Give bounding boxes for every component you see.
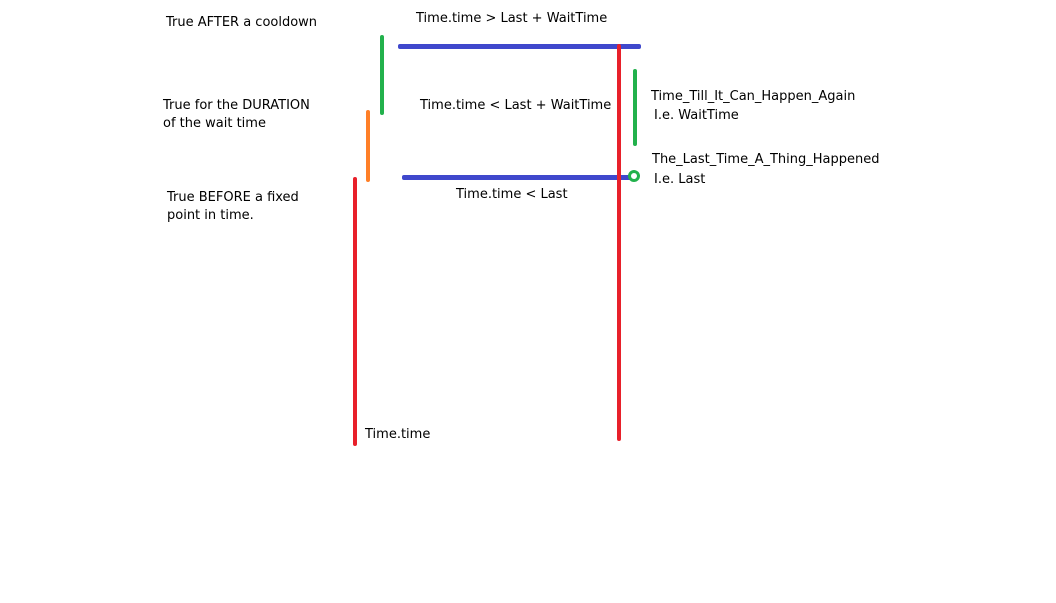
time-axis-bar (353, 177, 357, 446)
time-till-label: Time_Till_It_Can_Happen_Again (651, 89, 856, 104)
last-event-marker (628, 170, 640, 182)
last-time-label: The_Last_Time_A_Thing_Happened (652, 152, 880, 167)
duration-label-line2: of the wait time (163, 116, 266, 131)
less-than-last-expression: Time.time < Last (456, 187, 568, 202)
after-cooldown-bar (380, 35, 384, 115)
duration-label-line1: True for the DURATION (163, 98, 310, 113)
last-time-ie-label: I.e. Last (654, 172, 706, 187)
greater-than-expression: Time.time > Last + WaitTime (416, 11, 608, 26)
after-cooldown-label: True AFTER a cooldown (166, 15, 318, 30)
duration-bar (366, 110, 370, 182)
time-axis-label: Time.time (365, 427, 431, 442)
before-label-line1: True BEFORE a fixed (167, 190, 299, 205)
last-line (402, 175, 634, 180)
before-label-line2: point in time. (167, 208, 254, 223)
last-plus-waittime-line (398, 44, 641, 49)
time-till-ie-label: I.e. WaitTime (654, 108, 739, 123)
waittime-span-bar (633, 69, 637, 146)
less-than-waittime-expression: Time.time < Last + WaitTime (420, 98, 612, 113)
right-timeline-bar (617, 44, 621, 441)
